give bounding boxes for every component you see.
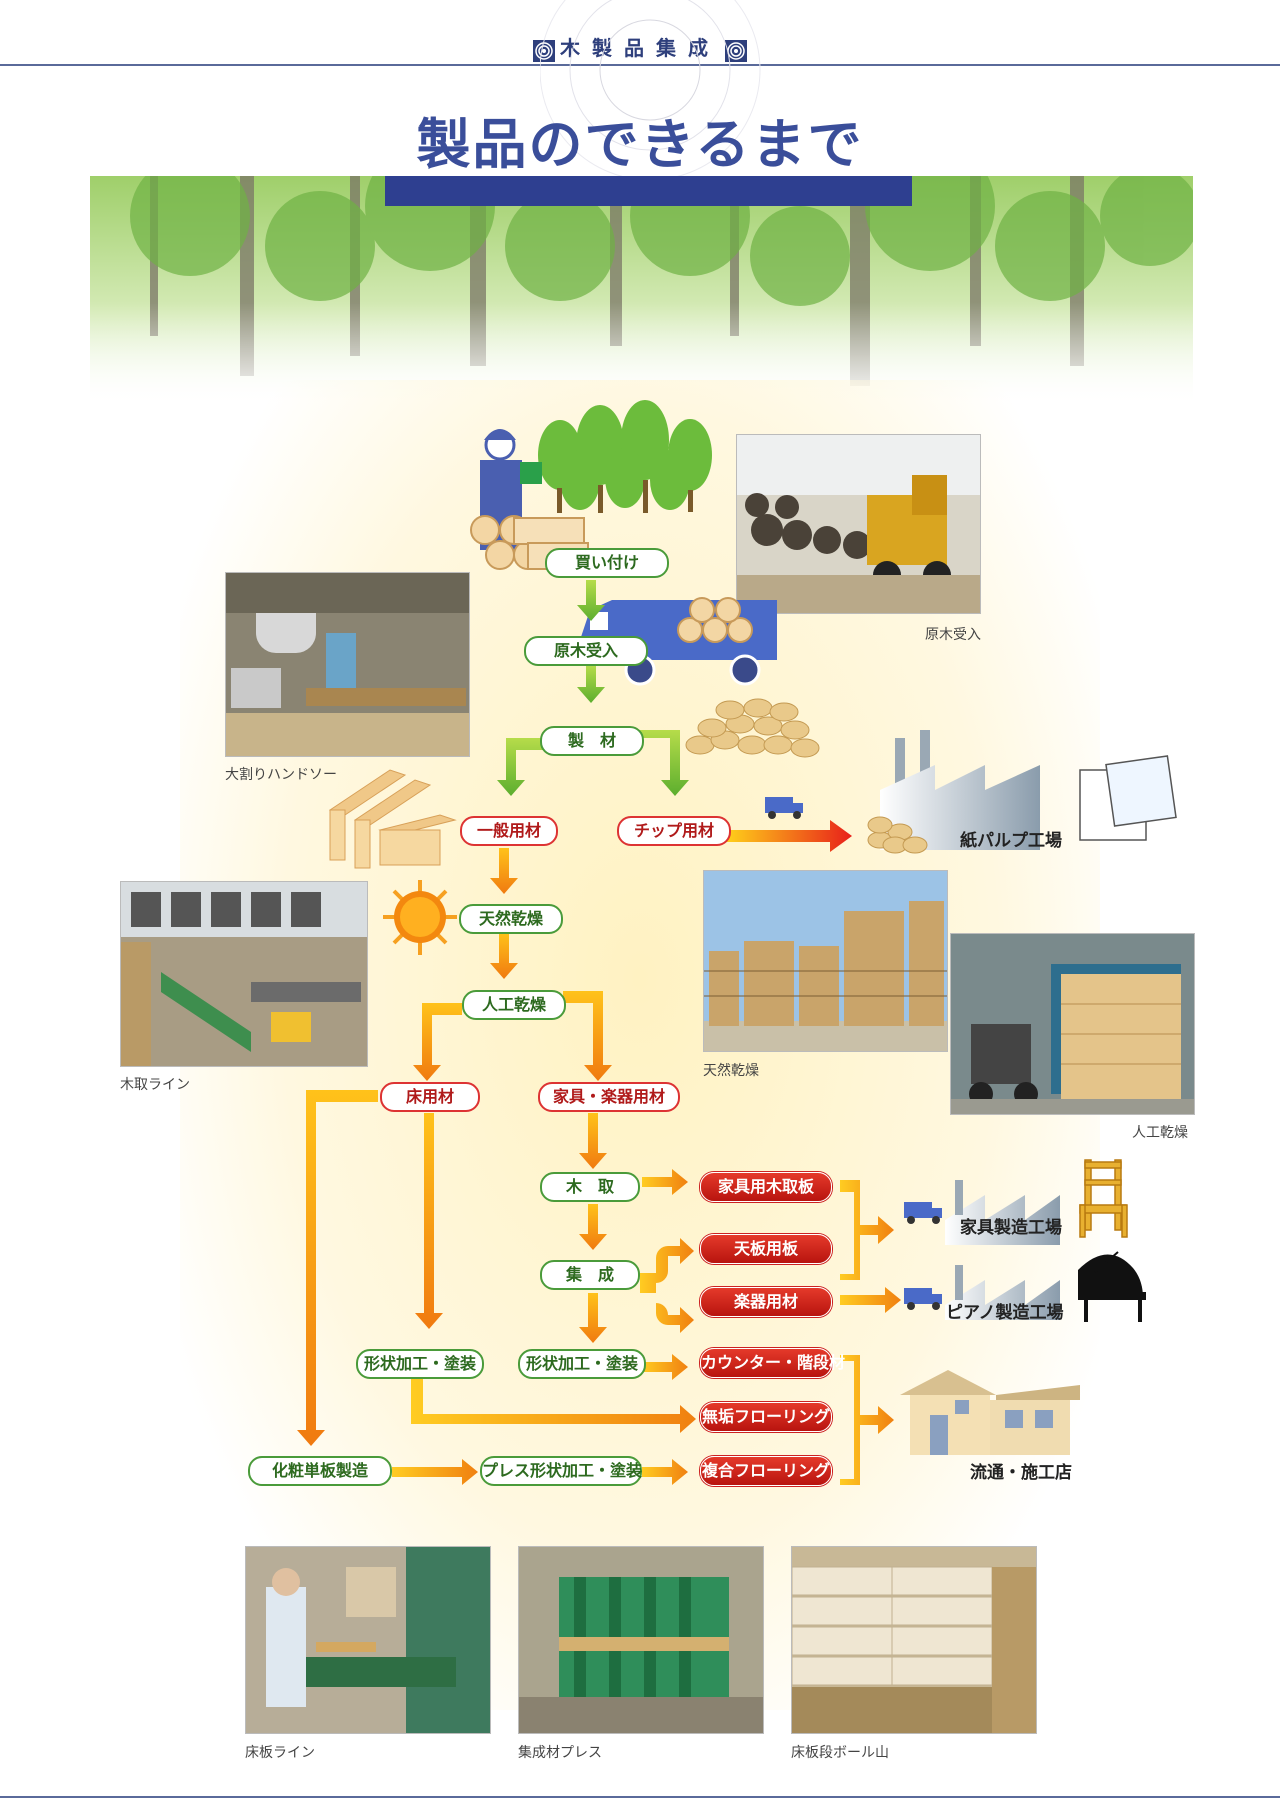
- caption-cardboard-stack: 床板段ボール山: [791, 1745, 889, 1761]
- node-flooring-material: 床用材: [380, 1082, 480, 1112]
- log-receiving-photo: [736, 434, 981, 614]
- spiral-icon: [532, 39, 555, 62]
- caption-natural-drying: 天然乾燥: [703, 1063, 759, 1079]
- decorative-circles: [540, 0, 761, 180]
- kiln-drying-photo: [950, 933, 1195, 1115]
- flow-arrows: [297, 580, 901, 1485]
- product-composite-flooring: 複合フローリング: [700, 1456, 832, 1486]
- natural-drying-photo: [703, 870, 948, 1052]
- footer-rule: [0, 1796, 1280, 1798]
- product-solid-flooring: 無垢フローリング: [700, 1402, 832, 1432]
- kitori-line-photo: [120, 881, 368, 1067]
- destination-piano-factory: ピアノ製造工場: [946, 1303, 1064, 1323]
- truck-illustration: [580, 597, 777, 686]
- caption-floorboard-line: 床板ライン: [245, 1745, 315, 1761]
- caption-kiln-drying: 人工乾燥: [1132, 1125, 1188, 1141]
- caption-bandsaw: 大割りハンドソー: [225, 767, 337, 783]
- product-tabletop-boards: 天板用板: [700, 1234, 832, 1264]
- furniture-factory-illustration: [945, 1180, 1060, 1245]
- page-title: 製品のできるまで: [416, 113, 864, 176]
- node-shaping-coating-1: 形状加工・塗装: [356, 1349, 484, 1379]
- laminated-press-photo: [518, 1546, 764, 1734]
- node-purchase: 買い付け: [545, 548, 669, 578]
- cardboard-stack-photo: [791, 1546, 1037, 1734]
- lumber-illustration: [328, 769, 457, 869]
- destination-furniture-factory: 家具製造工場: [960, 1218, 1062, 1238]
- chair-icon: [1079, 1159, 1128, 1238]
- caption-laminated-press: 集成材プレス: [518, 1745, 602, 1761]
- node-general-lumber: 一般用材: [460, 816, 558, 846]
- section-header-text: 木製品集成: [560, 36, 720, 60]
- delivery-truck-icon: [904, 1202, 942, 1224]
- product-instrument-material: 楽器用材: [700, 1287, 832, 1317]
- caption-log-receiving: 原木受入: [925, 627, 981, 643]
- floorboard-line-photo: [245, 1546, 491, 1734]
- node-press-shaping-coating: プレス形状加工・塗装: [480, 1456, 642, 1486]
- node-furniture-instrument-material: 家具・楽器用材: [538, 1082, 680, 1112]
- delivery-truck-icon: [904, 1288, 942, 1310]
- store-house-illustration: [900, 1370, 1080, 1455]
- node-kiln-drying: 人工乾燥: [462, 990, 566, 1020]
- node-cutting: 木 取: [540, 1172, 640, 1202]
- node-log-receiving: 原木受入: [524, 636, 648, 666]
- sun-illustration: [383, 880, 457, 955]
- grand-piano-icon: [1078, 1251, 1146, 1322]
- node-veneer-production: 化粧単板製造: [248, 1456, 392, 1486]
- header-rule: [0, 64, 1280, 66]
- wood-chips-illustration: [685, 698, 820, 758]
- caption-kitori-line: 木取ライン: [120, 1077, 190, 1093]
- destination-distribution-store: 流通・施工店: [970, 1463, 1072, 1483]
- destination-paper-pulp-factory: 紙パルプ工場: [960, 831, 1062, 851]
- product-counter-stair: カウンター・階段材: [700, 1348, 845, 1378]
- node-sawmilling: 製 材: [540, 726, 644, 756]
- title-bar: [385, 176, 912, 206]
- piano-factory-illustration: [945, 1265, 1060, 1320]
- product-furniture-boards: 家具用木取板: [700, 1172, 832, 1202]
- node-chip-material: チップ用材: [617, 816, 731, 846]
- node-laminating: 集 成: [540, 1260, 640, 1290]
- delivery-truck-icon: [765, 797, 803, 819]
- node-natural-drying: 天然乾燥: [459, 904, 563, 934]
- bandsaw-photo: [225, 572, 470, 757]
- node-shaping-coating-2: 形状加工・塗装: [518, 1349, 646, 1379]
- paper-pulp-factory-illustration: [867, 730, 1177, 854]
